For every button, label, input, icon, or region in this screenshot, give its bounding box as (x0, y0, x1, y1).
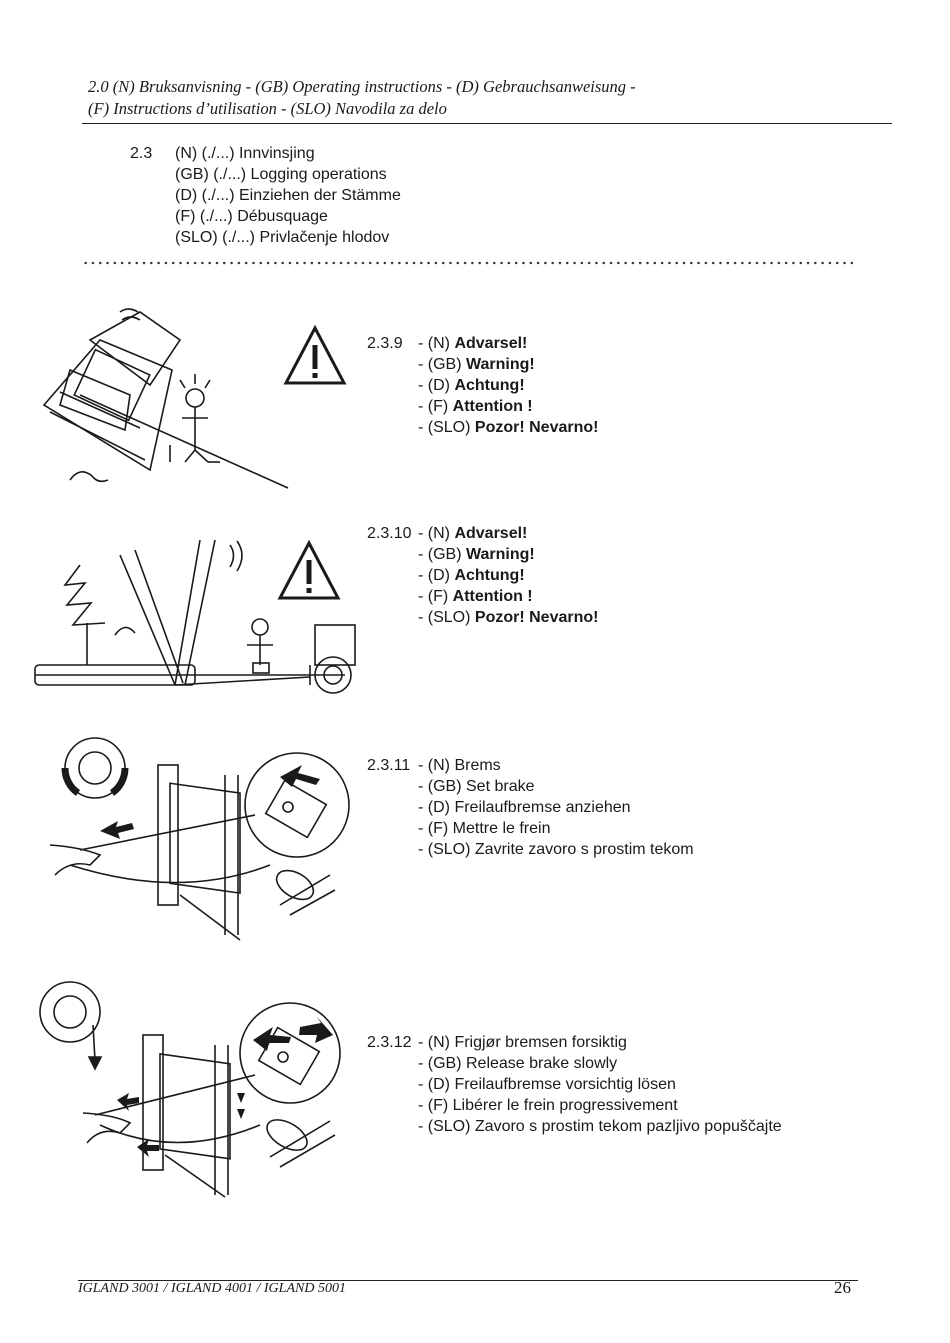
instruction-lines: - (N) Brems - (GB) Set brake - (D) Freil… (418, 755, 694, 860)
instruction-line: - (D) Achtung! (418, 567, 525, 584)
section-line: (SLO) (./...) Privlačenje hlodov (175, 229, 390, 246)
instruction-number: 2.3.10 (367, 525, 412, 542)
illustration-set-brake (49, 737, 350, 941)
instruction-number: 2.3.9 (367, 335, 403, 352)
instruction-lines: - (N) Advarsel! - (GB) Warning! - (D) Ac… (418, 523, 598, 628)
instruction-number: 2.3.12 (367, 1034, 412, 1051)
illustration-release-brake (39, 981, 341, 1198)
header-line-1: 2.0 (N) Bruksanvisning - (GB) Operating … (88, 77, 636, 96)
header-line-2: (F) Instructions d’utilisation - (SLO) N… (88, 99, 447, 118)
instruction-line: - (N) Brems (418, 757, 501, 774)
footer-divider (78, 1280, 858, 1281)
instruction-line: - (GB) Set brake (418, 778, 535, 795)
instruction-line: - (F) Mettre le frein (418, 820, 551, 837)
instruction-lines: - (N) Frigjør bremsen forsiktig - (GB) R… (418, 1032, 782, 1137)
instruction-lines: - (N) Advarsel! - (GB) Warning! - (D) Ac… (418, 333, 598, 438)
warning-triangle-icon (283, 325, 347, 385)
instruction-line: - (F) Libérer le frein progressivement (418, 1097, 678, 1114)
instruction-line: - (D) Freilaufbremse anziehen (418, 799, 631, 816)
instruction-line: - (N) Advarsel! (418, 335, 528, 352)
illustration-log-pulling (34, 539, 356, 694)
warning-triangle-icon (277, 540, 341, 600)
dotted-divider (82, 259, 857, 267)
instruction-line: - (SLO) Zavoro s prostim tekom pazljivo … (418, 1118, 782, 1135)
section-title-lines: (N) (./...) Innvinsjing (GB) (./...) Log… (175, 143, 401, 248)
section-line: (N) (./...) Innvinsjing (175, 145, 315, 162)
section-line: (D) (./...) Einziehen der Stämme (175, 187, 401, 204)
instruction-line: - (GB) Warning! (418, 546, 535, 563)
instruction-line: - (SLO) Pozor! Nevarno! (418, 609, 599, 626)
illustration-tipping-winch (42, 308, 289, 489)
instruction-line: - (GB) Warning! (418, 356, 535, 373)
page-header: 2.0 (N) Bruksanvisning - (GB) Operating … (88, 76, 893, 120)
page-number: 26 (834, 1278, 851, 1297)
instruction-line: - (N) Advarsel! (418, 525, 528, 542)
instruction-line: - (F) Attention ! (418, 588, 533, 605)
instruction-line: - (SLO) Pozor! Nevarno! (418, 419, 599, 436)
instruction-line: - (F) Attention ! (418, 398, 533, 415)
footer-models: IGLAND 3001 / IGLAND 4001 / IGLAND 5001 (78, 1281, 346, 1296)
instruction-line: - (SLO) Zavrite zavoro s prostim tekom (418, 841, 694, 858)
instruction-number: 2.3.11 (367, 757, 411, 774)
header-divider (82, 123, 892, 124)
instruction-line: - (D) Freilaufbremse vorsichtig lösen (418, 1076, 676, 1093)
instruction-line: - (N) Frigjør bremsen forsiktig (418, 1034, 627, 1051)
instruction-line: - (GB) Release brake slowly (418, 1055, 618, 1072)
section-number: 2.3 (130, 145, 153, 162)
section-line: (F) (./...) Débusquage (175, 208, 328, 225)
instruction-line: - (D) Achtung! (418, 377, 525, 394)
section-line: (GB) (./...) Logging operations (175, 166, 387, 183)
